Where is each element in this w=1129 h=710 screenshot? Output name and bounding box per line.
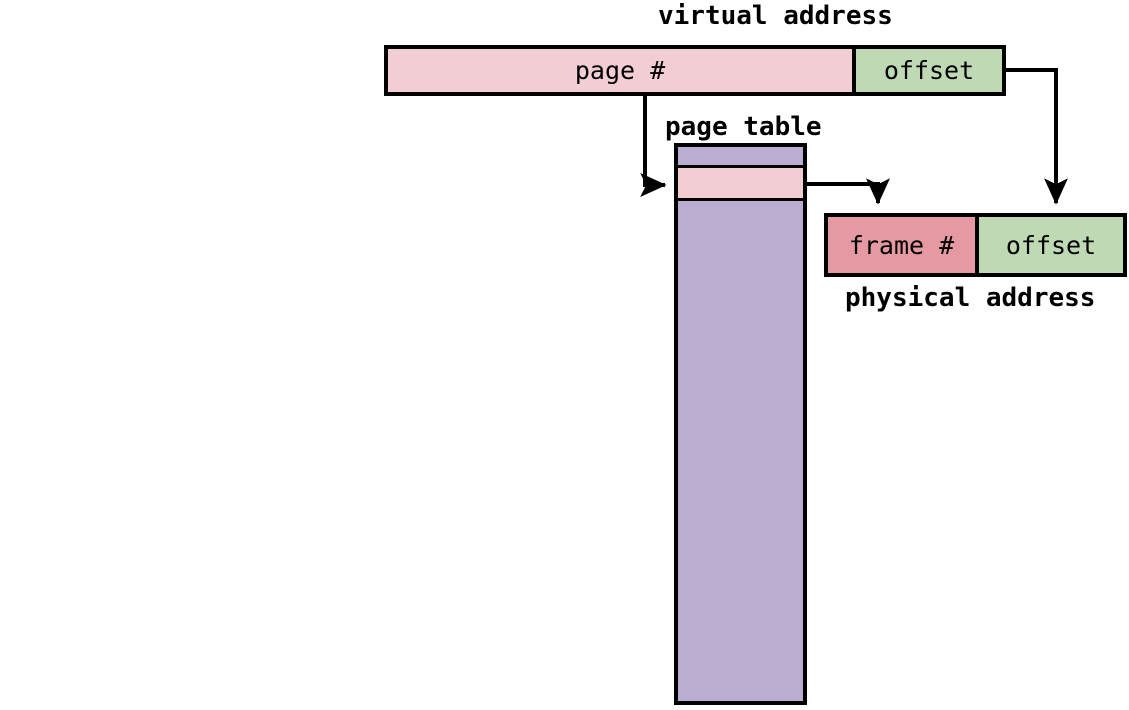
arrow-page-table-entry-to-frame [807, 178, 891, 205]
page-table-upper-entries[interactable] [678, 147, 803, 168]
physical-address-frame-number-label: frame # [848, 230, 955, 260]
physical-address-title: physical address [845, 283, 1096, 313]
virtual-address-bar: page # offset [384, 45, 1006, 96]
physical-address-bar: frame # offset [824, 213, 1127, 277]
virtual-address-offset-label: offset [883, 56, 975, 85]
virtual-address-offset-field[interactable]: offset [856, 49, 1002, 92]
page-table-title: page table [665, 112, 822, 142]
virtual-address-page-number-label: page # [574, 56, 666, 85]
arrow-virtual-offset-to-physical-offset [1006, 68, 1069, 205]
page-table [674, 143, 807, 705]
physical-address-offset-label: offset [1005, 230, 1097, 260]
arrow-page-number-to-page-table [640, 96, 667, 197]
page-table-selected-entry[interactable] [678, 168, 803, 201]
physical-address-frame-number-field[interactable]: frame # [828, 217, 979, 273]
virtual-address-page-number-field[interactable]: page # [388, 49, 856, 92]
virtual-address-title: virtual address [658, 1, 893, 31]
page-table-lower-entries[interactable] [678, 201, 803, 701]
physical-address-offset-field[interactable]: offset [979, 217, 1123, 273]
